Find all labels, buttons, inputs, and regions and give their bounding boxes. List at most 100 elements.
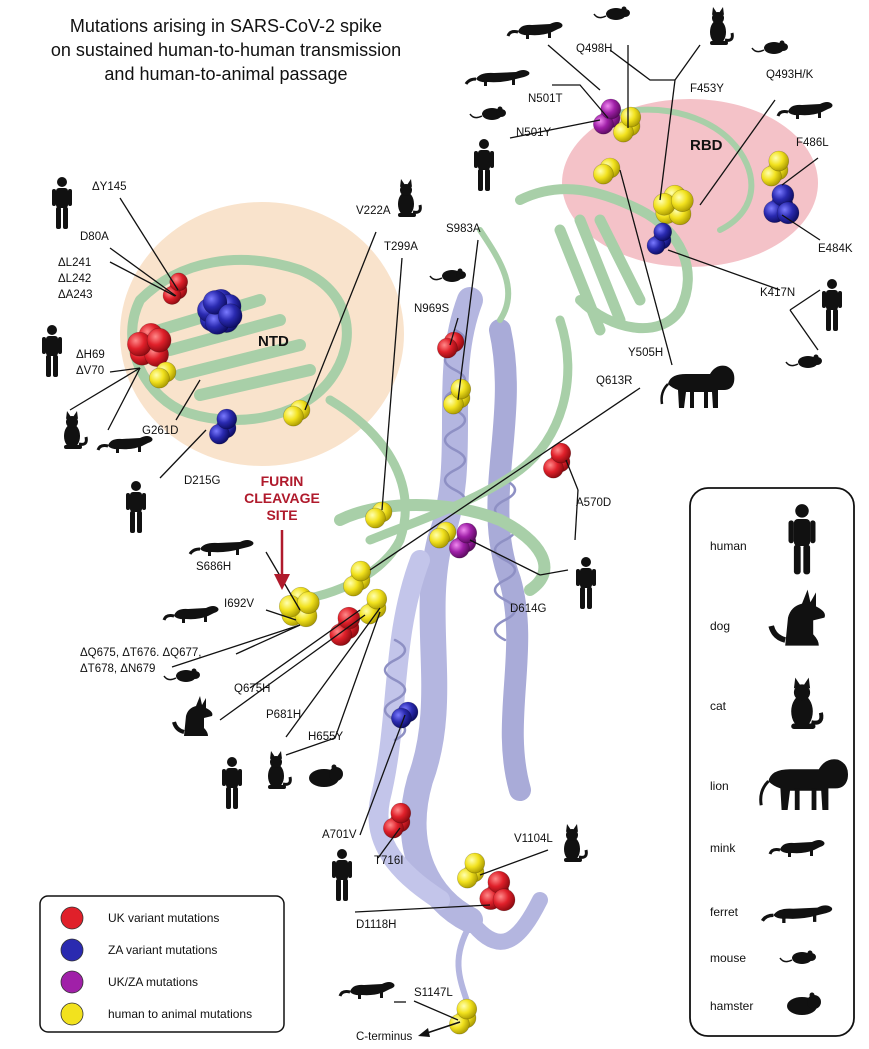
label-a570d: A570D xyxy=(576,497,611,509)
label-t716i: T716I xyxy=(374,855,403,867)
label-v222a: V222A xyxy=(356,205,391,217)
mutation-cluster xyxy=(383,802,412,839)
human-icon xyxy=(222,757,242,809)
mutation-cluster xyxy=(278,586,320,628)
human-icon xyxy=(576,557,596,609)
mutation-cluster xyxy=(543,442,572,479)
title-line-2: on sustained human-to-human transmission xyxy=(51,40,401,60)
label-s686h: S686H xyxy=(196,561,231,573)
species-legend-label: cat xyxy=(710,699,727,713)
human-icon xyxy=(42,325,62,377)
mutation-cluster xyxy=(763,183,800,225)
mink-icon xyxy=(506,20,564,41)
furin-line-3: SITE xyxy=(266,507,297,523)
mouse-icon xyxy=(751,39,789,55)
c-terminus-arrow xyxy=(418,1021,461,1037)
label-q613r: Q613R xyxy=(596,375,632,387)
mutation-cluster xyxy=(391,701,419,729)
mouse-icon xyxy=(163,667,201,683)
mutation-cluster xyxy=(365,501,393,529)
label-y145: ΔY145 xyxy=(92,181,127,193)
mouse-icon xyxy=(429,267,467,283)
label-s983a: S983A xyxy=(446,223,481,235)
mutation-cluster xyxy=(449,522,478,559)
legend-swatch xyxy=(60,938,84,962)
legend-swatch xyxy=(60,906,84,930)
furin-line-2: CLEAVAGE xyxy=(244,490,320,506)
label-y505h: Y505H xyxy=(628,347,663,359)
label-f486l: F486L xyxy=(796,137,829,149)
label-d1118h: D1118H xyxy=(356,919,397,931)
rbd-label: RBD xyxy=(690,137,723,154)
label-p681h: P681H xyxy=(266,709,301,721)
ntd-label: NTD xyxy=(258,333,289,350)
species-legend-label: human xyxy=(710,539,747,553)
label-n969s: N969S xyxy=(414,303,449,315)
cat-icon xyxy=(266,749,292,791)
mutation-cluster xyxy=(761,150,790,187)
label-f453y: F453Y xyxy=(690,83,724,95)
label-l241: ΔL241 xyxy=(58,257,91,269)
legend-label: human to animal mutations xyxy=(108,1007,252,1021)
mutation-cluster xyxy=(343,560,372,597)
mouse-icon xyxy=(469,105,507,121)
mutation-cluster xyxy=(283,399,311,427)
cat-icon xyxy=(62,409,88,451)
mutation-cluster xyxy=(479,870,516,912)
label-q675h: Q675H xyxy=(234,683,270,695)
human-icon xyxy=(126,481,146,533)
label-n501y: N501Y xyxy=(516,127,551,139)
label-g261d: G261D xyxy=(142,425,178,437)
legend-label: ZA variant mutations xyxy=(108,943,217,957)
legend-swatch xyxy=(60,970,84,994)
cat-icon xyxy=(708,5,734,47)
mutation-cluster xyxy=(429,521,457,549)
mutation-cluster xyxy=(149,361,177,389)
species-legend-label: lion xyxy=(710,779,729,793)
mouse-icon xyxy=(593,5,631,21)
dog-icon xyxy=(172,694,215,738)
furin-line-1: FURIN xyxy=(261,473,304,489)
label-s1147l: S1147L xyxy=(414,987,453,999)
species-legend-label: dog xyxy=(710,619,730,633)
ferret-icon xyxy=(188,538,255,558)
label-t299a: T299A xyxy=(384,241,418,253)
mink-icon xyxy=(162,604,220,625)
label-k417n: K417N xyxy=(760,287,795,299)
mink-icon xyxy=(776,100,834,121)
color-legend-box xyxy=(39,895,285,1033)
label-d215g: D215G xyxy=(184,475,220,487)
leader-lines xyxy=(69,44,821,1021)
mink-icon xyxy=(338,980,396,1001)
legend-label: UK/ZA mutations xyxy=(108,975,198,989)
label-d614g: D614G xyxy=(510,603,546,615)
label-e484k: E484K xyxy=(818,243,853,255)
label-n501t: N501T xyxy=(528,93,563,105)
label-del675-line1: ΔQ675, ΔT676. ΔQ677, xyxy=(80,647,202,659)
mutation-labels: ΔY145 D80A ΔL241 ΔL242 ΔA243 ΔH69 ΔV70 G… xyxy=(58,43,853,999)
mutation-cluster xyxy=(127,322,172,367)
mutation-cluster xyxy=(437,331,465,359)
label-l242: ΔL242 xyxy=(58,273,91,285)
title-line-3: and human-to-animal passage xyxy=(104,64,347,84)
label-a243: ΔA243 xyxy=(58,289,93,301)
label-d80a: D80A xyxy=(80,231,109,243)
legend-swatch xyxy=(60,1002,84,1026)
mutation-cluster xyxy=(646,222,673,255)
mutation-cluster xyxy=(359,588,388,625)
human-icon xyxy=(822,279,842,331)
lion-icon xyxy=(660,364,736,410)
mutation-cluster xyxy=(593,98,622,135)
label-v1104l: V1104L xyxy=(514,833,553,845)
furin-label: FURIN CLEAVAGE SITE xyxy=(244,473,320,523)
cat-icon xyxy=(396,177,422,219)
legend-label: UK variant mutations xyxy=(108,911,219,925)
species-legend-label: ferret xyxy=(710,905,739,919)
mutation-cluster xyxy=(209,408,238,445)
label-h69: ΔH69 xyxy=(76,349,105,361)
diagram-title: Mutations arising in SARS-CoV-2 spike on… xyxy=(51,16,401,84)
mutation-cluster xyxy=(593,157,621,185)
species-legend-label: hamster xyxy=(710,999,753,1013)
